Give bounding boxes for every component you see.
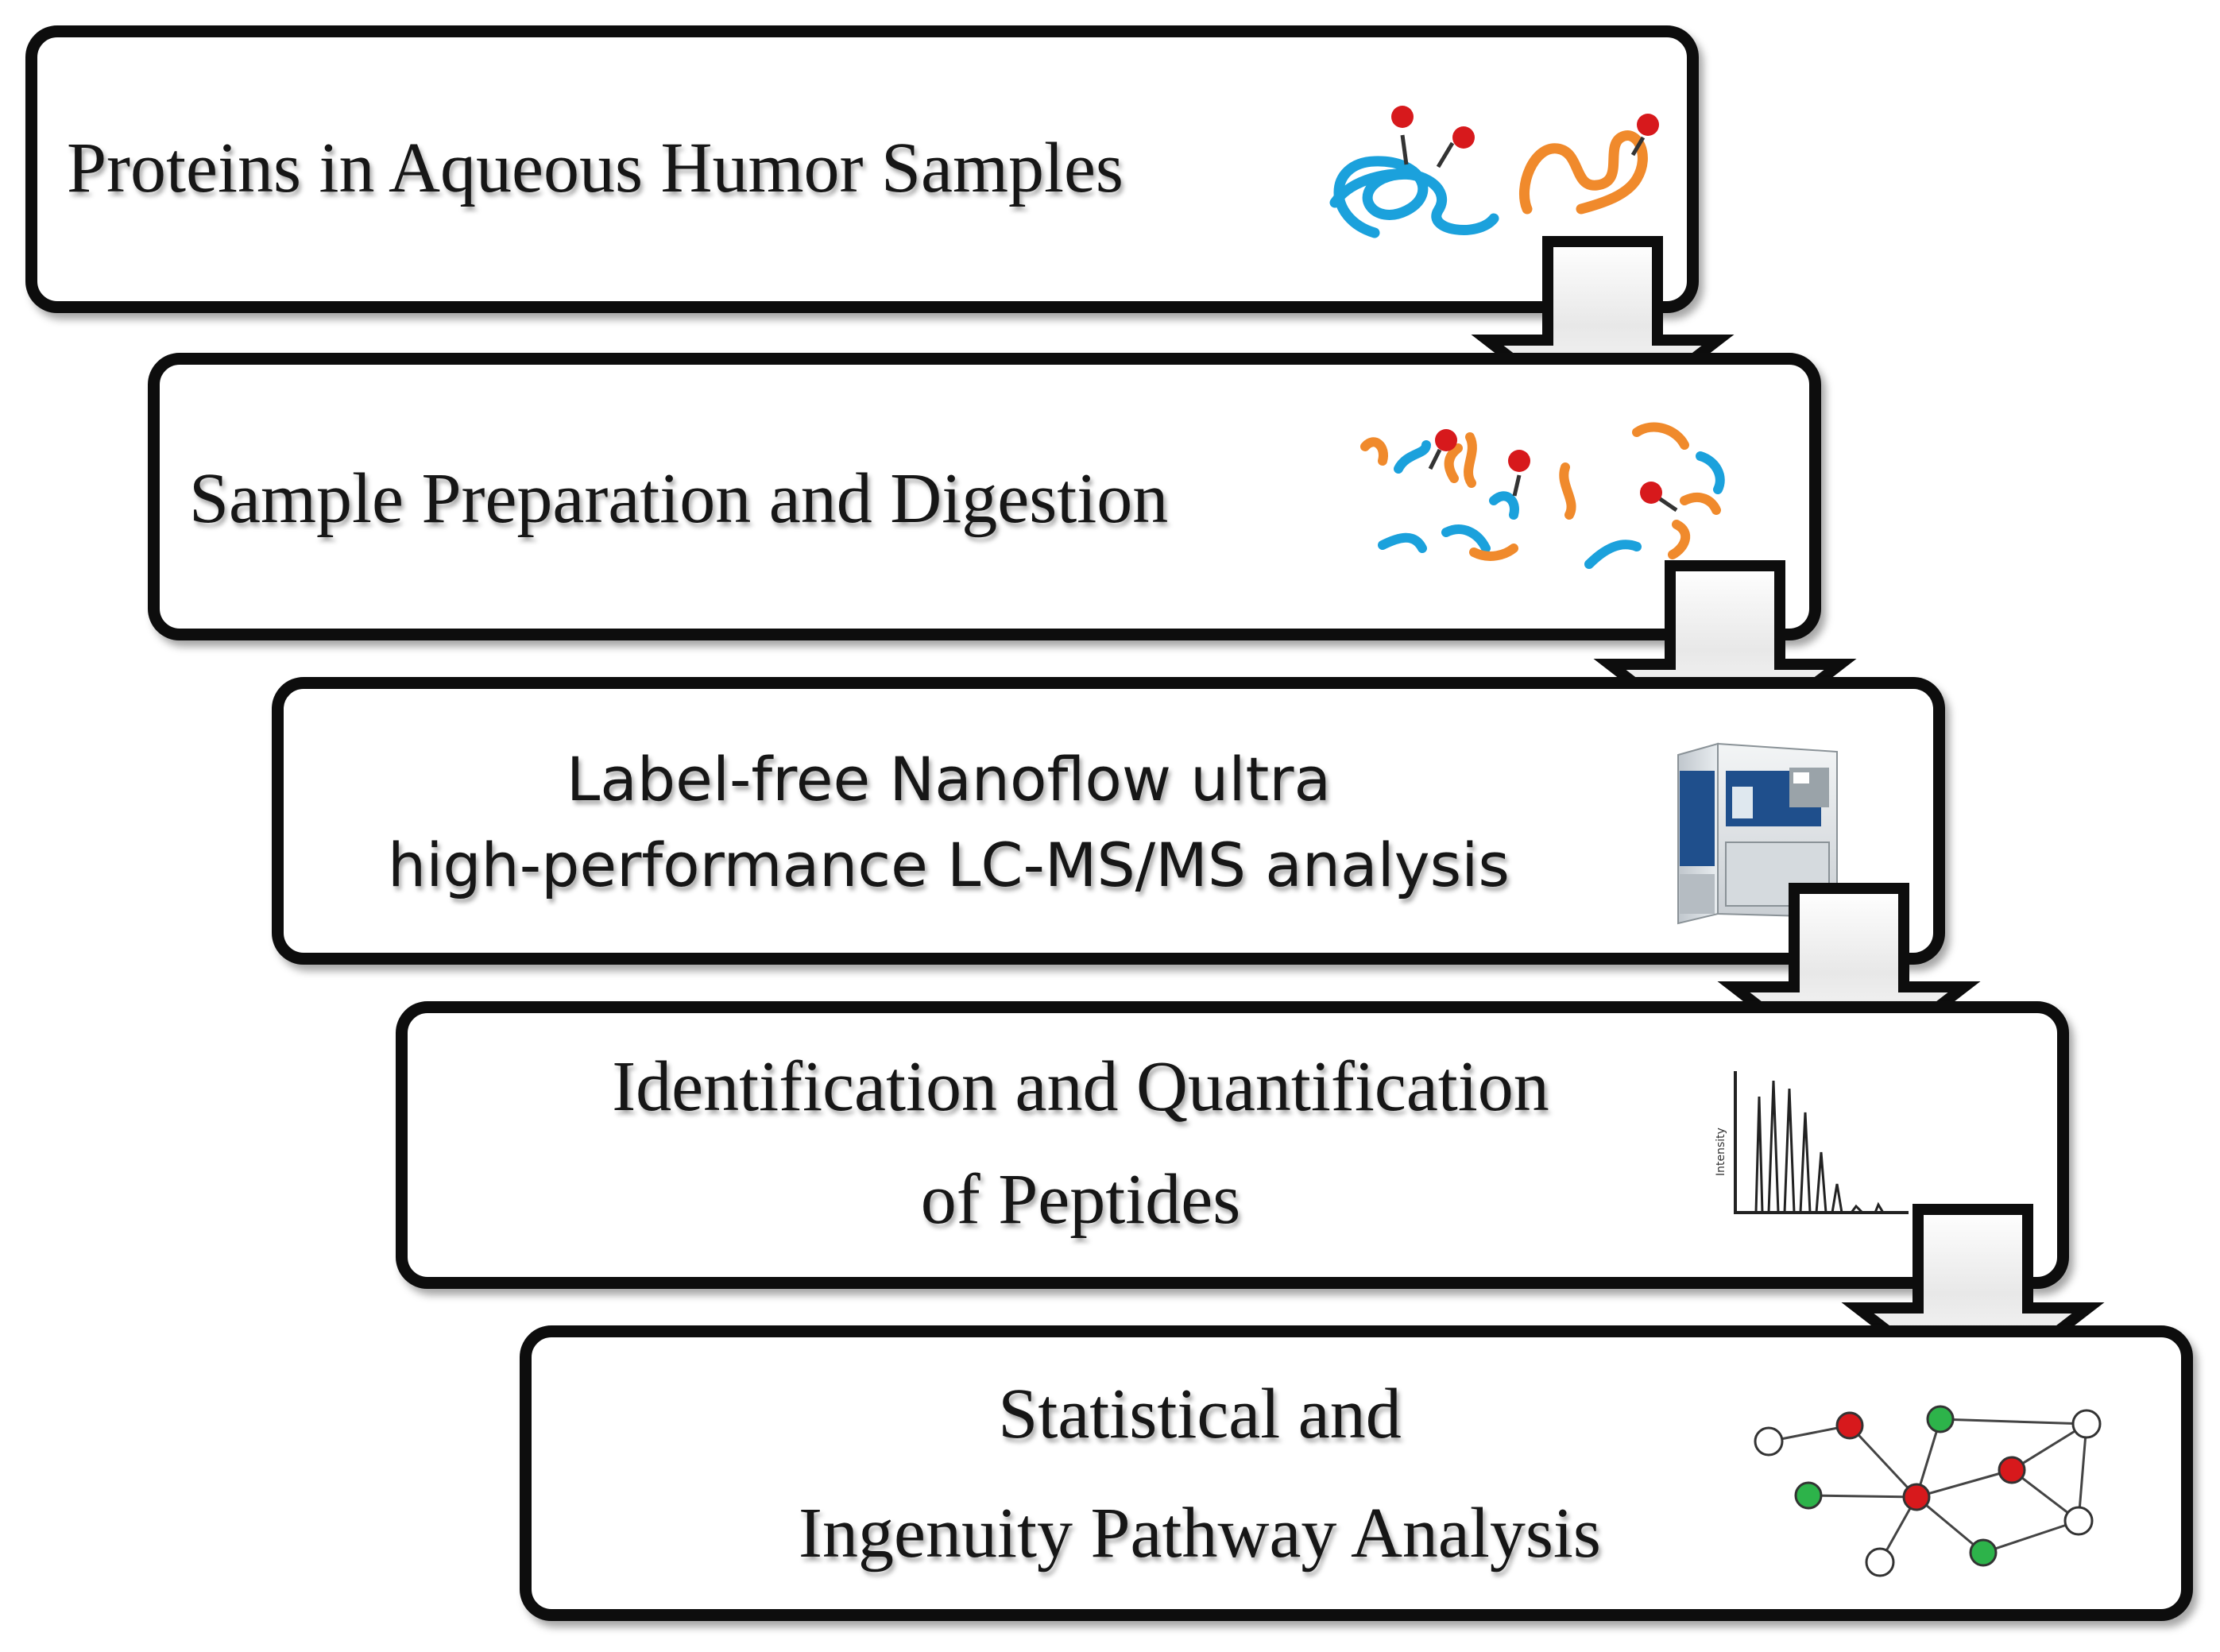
step-5-label-line-2: Ingenuity Pathway Analysis: [799, 1494, 1601, 1573]
step-5-box: [520, 1325, 2193, 1621]
step-3-box: [272, 677, 1945, 965]
step-4-label-line-2: of Peptides: [920, 1160, 1241, 1239]
peptide-fragments-icon: [1360, 422, 1725, 569]
step-1-box: [25, 25, 1699, 313]
step-2-label: Sample Preparation and Digestion: [189, 459, 1169, 538]
step-4-label-line-1: Identification and Quantification: [612, 1047, 1549, 1126]
step-4-box: [396, 1001, 2069, 1289]
step-3-label-line-2: high-performance LC-MS/MS analysis: [388, 830, 1510, 900]
protein-folding-icon: [1329, 106, 1659, 238]
mass-spectrometer-icon: [1677, 742, 1838, 925]
pathway-network-icon: [1754, 1405, 2102, 1577]
step-1-label: Proteins in Aqueous Humor Samples: [67, 129, 1124, 207]
step-5-label-line-1: Statistical and: [998, 1375, 1402, 1453]
step-3-label-line-1: Label-free Nanoflow ultra: [566, 744, 1332, 814]
step-2-box: [148, 353, 1821, 640]
spectrum-axis-label: Intensity: [1715, 1128, 1727, 1176]
mass-spectrum-icon: Intensity: [1715, 1071, 1909, 1214]
